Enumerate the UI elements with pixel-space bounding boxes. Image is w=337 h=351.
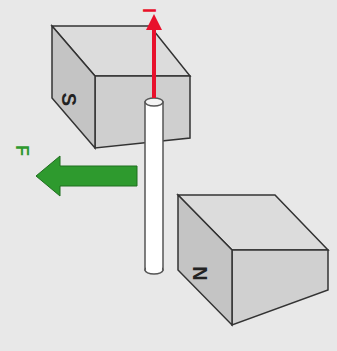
magnet-face bbox=[178, 195, 232, 325]
magnet-pole: S bbox=[50, 18, 195, 153]
force-arrow bbox=[36, 156, 137, 196]
current-arrow bbox=[152, 22, 156, 98]
quantity-label: F bbox=[11, 145, 32, 156]
magnet-outline bbox=[170, 190, 332, 330]
magnet-face bbox=[232, 250, 328, 325]
magnet-pole: N bbox=[170, 190, 332, 330]
pole-letter: S bbox=[57, 93, 80, 106]
magnet-face bbox=[95, 76, 190, 148]
magnet-outline bbox=[50, 18, 195, 153]
magnet-face bbox=[52, 26, 95, 148]
conductor-rod bbox=[145, 98, 163, 274]
quantity-label: I bbox=[138, 8, 159, 13]
pole-letter: N bbox=[188, 266, 211, 280]
